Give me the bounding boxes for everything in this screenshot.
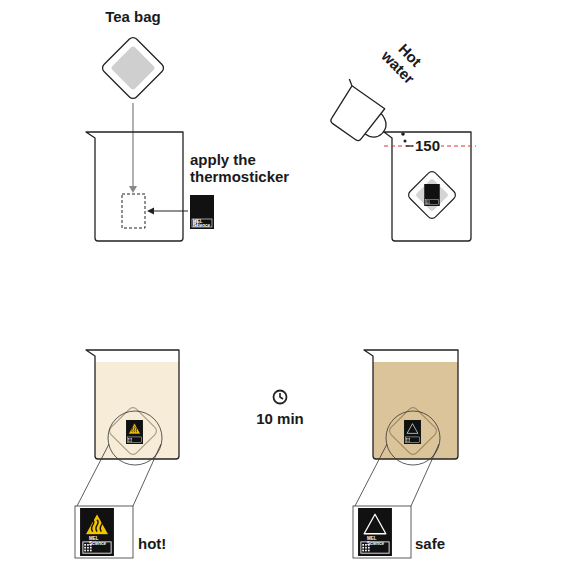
- instruction-text: apply the thermosticker: [190, 151, 300, 186]
- brand-text: MEL Science: [193, 220, 207, 229]
- state-label: hot!: [138, 535, 166, 552]
- volume-mark: 150: [414, 137, 441, 154]
- brand-text: MEL Science: [89, 537, 103, 546]
- state-label: safe: [415, 535, 445, 552]
- time-label: 10 min: [256, 410, 304, 427]
- part-name: Tea bag: [105, 8, 161, 25]
- part-name: Hot water: [373, 31, 434, 92]
- brand-text: MEL Science: [367, 537, 381, 546]
